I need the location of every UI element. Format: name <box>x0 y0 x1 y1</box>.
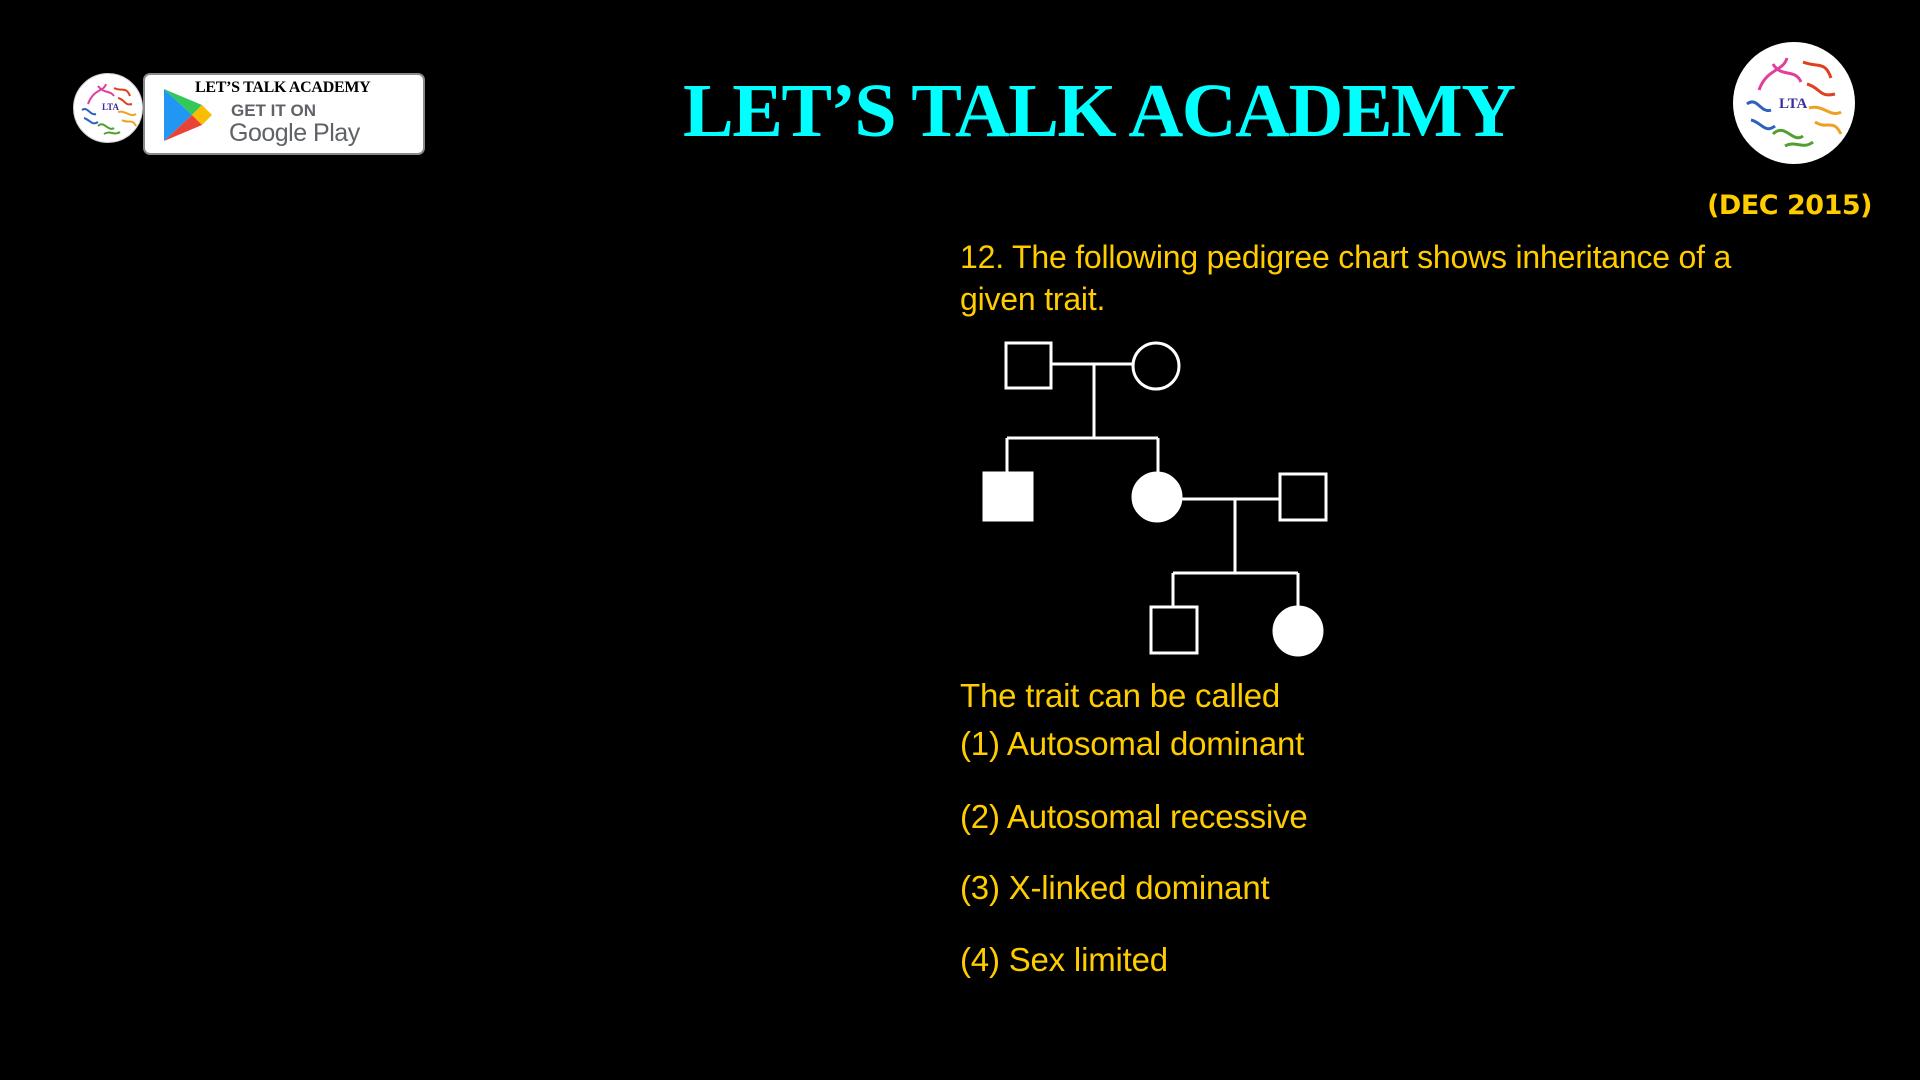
google-play-icon <box>164 89 212 141</box>
option-4[interactable]: (4) Sex limited <box>960 941 1168 978</box>
svg-text:LTA: LTA <box>102 102 120 112</box>
option-1[interactable]: (1) Autosomal dominant <box>960 725 1305 762</box>
google-play-badge[interactable]: LET’S TALK ACADEMY GET IT ON Google Play <box>143 73 425 155</box>
option-3[interactable]: (3) X-linked dominant <box>960 869 1270 906</box>
question-prompt: The trait can be called <box>960 677 1281 714</box>
gen2-male-affected <box>982 471 1034 522</box>
question-text: 12. The following pedigree chart shows i… <box>960 239 1732 317</box>
badge-store-name: Google Play <box>229 119 360 147</box>
badge-brand-text: LET’S TALK ACADEMY <box>195 79 371 96</box>
gen3-female-affected <box>1272 605 1324 657</box>
protein-structure-logo-icon: LTA <box>1746 57 1843 148</box>
gen2-female-affected <box>1131 471 1183 523</box>
lta-logo-large: LTA <box>1733 42 1855 164</box>
protein-structure-logo-icon: LTA <box>81 83 137 135</box>
badge-get-it-on: GET IT ON <box>231 101 316 120</box>
lta-logo-small: LTA <box>73 73 143 143</box>
gen1-female-unaffected <box>1131 341 1181 391</box>
option-2[interactable]: (2) Autosomal recessive <box>960 798 1308 835</box>
gen3-male-unaffected <box>1149 605 1199 655</box>
exam-year-tag: (DEC 2015) <box>1707 190 1872 221</box>
svg-text:LTA: LTA <box>1779 96 1808 112</box>
gen1-male-unaffected <box>1004 341 1053 390</box>
page-title: LET’S TALK ACADEMY <box>683 69 1516 153</box>
gen2-spouse-male-unaffected <box>1278 472 1328 522</box>
